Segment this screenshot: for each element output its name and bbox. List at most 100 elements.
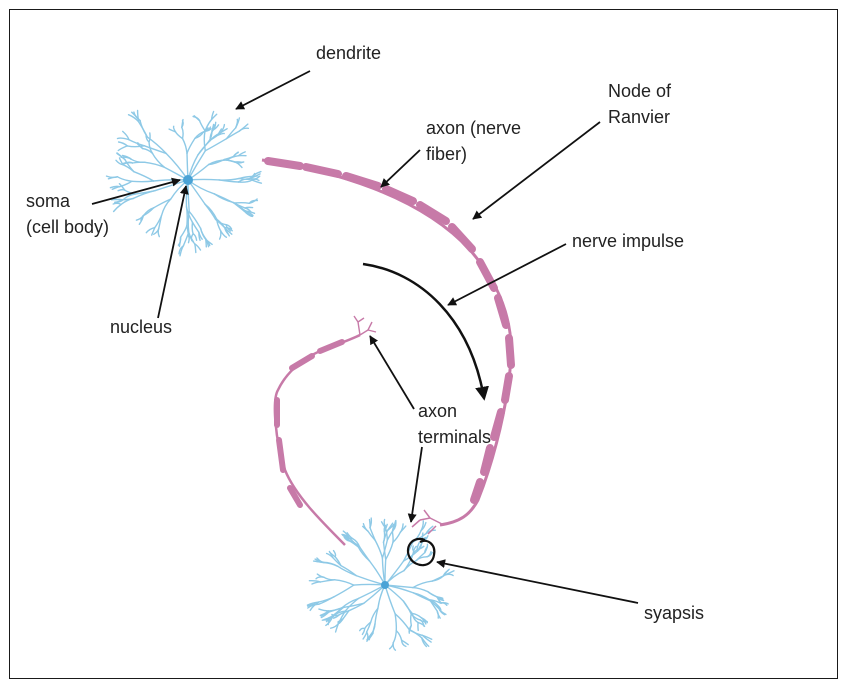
dendrite-branch bbox=[413, 581, 432, 588]
lower-axon bbox=[275, 335, 360, 545]
lower-axon-terminals bbox=[354, 316, 376, 335]
dendrite-branch bbox=[319, 597, 334, 605]
axon-arrow bbox=[381, 150, 420, 187]
dendrite-branch bbox=[120, 181, 132, 186]
dendrite-branch bbox=[195, 132, 203, 138]
dendrite-arrow bbox=[236, 71, 310, 109]
main-axon bbox=[262, 160, 511, 525]
dendrite-branch bbox=[335, 580, 354, 585]
axon-label-line2: fiber) bbox=[426, 141, 467, 167]
dendrite-branch bbox=[189, 236, 190, 243]
dendrite-branch bbox=[392, 532, 393, 542]
dendrite-branch bbox=[192, 222, 193, 233]
dendrite-branch bbox=[234, 203, 249, 204]
dendrite-branch bbox=[393, 532, 400, 542]
dendrite-branch bbox=[182, 127, 183, 138]
dendrite-branch bbox=[133, 162, 145, 163]
dendrite-branch bbox=[183, 139, 188, 154]
dendrite-branch bbox=[425, 544, 428, 552]
upper-nucleus bbox=[183, 175, 193, 185]
dendrite-branch bbox=[118, 146, 127, 151]
dendrite-branch bbox=[375, 541, 382, 559]
dendrite-branch bbox=[179, 237, 180, 246]
dendrite-branch bbox=[149, 133, 150, 142]
dendrite-branch bbox=[187, 138, 195, 153]
dendrite-branch bbox=[117, 153, 125, 159]
dendrite-branch bbox=[396, 631, 401, 641]
dendrite-branch bbox=[360, 547, 370, 561]
dendrite-branch bbox=[338, 566, 356, 575]
dendrite-branch bbox=[127, 146, 144, 147]
lower-nucleus bbox=[381, 581, 389, 589]
lower-dendrites bbox=[307, 518, 454, 650]
upper-dendrites bbox=[107, 111, 262, 256]
dendrite-branch bbox=[227, 131, 240, 139]
soma-label-line2: (cell body) bbox=[26, 214, 109, 240]
axon-terminals-label-line2: terminals bbox=[418, 424, 491, 450]
axon-terminals-label-line1: axon bbox=[418, 398, 457, 424]
dendrite-branch bbox=[113, 203, 121, 204]
dendrite-branch bbox=[129, 140, 144, 146]
dendrite-branch bbox=[141, 215, 144, 221]
dendrite-branch bbox=[118, 138, 130, 140]
dendrite-branch bbox=[238, 163, 243, 167]
dendrite-branch bbox=[193, 234, 197, 241]
dendrite-branch bbox=[414, 593, 430, 600]
dendrite-branch bbox=[354, 584, 385, 585]
dendrite-branch bbox=[166, 153, 188, 180]
dendrite-branch bbox=[154, 199, 171, 208]
dendrite-branch bbox=[118, 177, 132, 182]
dendrite-branch bbox=[362, 629, 364, 635]
axon-terminals-arrow-down bbox=[411, 447, 422, 522]
soma-label-line1: soma bbox=[26, 188, 70, 214]
dendrite-branch bbox=[409, 630, 421, 638]
dendrite-branch bbox=[413, 588, 428, 592]
dendrite-branch bbox=[114, 205, 121, 212]
nerve-impulse-pointer-arrow bbox=[448, 244, 566, 305]
dendrite-branch bbox=[320, 580, 335, 582]
dendrite-branch bbox=[124, 163, 132, 164]
dendrite-branch bbox=[395, 614, 396, 631]
dendrite-branch bbox=[224, 160, 235, 162]
main-axon-terminals bbox=[412, 510, 442, 534]
dendrite-branch bbox=[154, 180, 188, 181]
dendrite-branch bbox=[221, 231, 227, 237]
dendrite-branch bbox=[432, 575, 445, 581]
dendrite-branch bbox=[334, 585, 354, 597]
dendrite-branch bbox=[393, 631, 396, 643]
dendrite-branch bbox=[204, 131, 205, 151]
dendrite-branch bbox=[220, 231, 221, 239]
axon-label-line1: axon (nerve bbox=[426, 115, 521, 141]
dendrite-branch bbox=[411, 614, 412, 625]
nerve-impulse-arrow bbox=[363, 264, 484, 398]
dendrite-branch bbox=[187, 207, 188, 226]
dendrite-branch bbox=[395, 614, 409, 630]
dendrite-branch bbox=[118, 190, 125, 191]
lower-myelin-segments bbox=[277, 342, 342, 505]
dendrite-branch bbox=[119, 142, 128, 146]
dendrite-branch bbox=[200, 121, 206, 131]
dendrite-branch bbox=[252, 180, 261, 183]
dendrite-branch bbox=[188, 151, 205, 180]
dendrite-branch bbox=[393, 643, 395, 651]
node-of-ranvier-label-line1: Node of bbox=[608, 78, 671, 104]
dendrite-branch bbox=[176, 132, 183, 139]
dendrite-branch bbox=[319, 609, 329, 611]
dendrite-branch bbox=[403, 601, 411, 614]
dendrite-branch bbox=[205, 139, 226, 151]
synapsis-arrow bbox=[437, 562, 638, 603]
dendrite-branch bbox=[181, 226, 187, 238]
dendrite-label: dendrite bbox=[316, 40, 381, 66]
synapsis-label: syapsis bbox=[644, 600, 704, 626]
node-of-ranvier-label-line2: Ranvier bbox=[608, 104, 670, 130]
dendrite-branch bbox=[445, 574, 453, 575]
dendrite-branch bbox=[132, 181, 154, 182]
nerve-impulse-label: nerve impulse bbox=[572, 228, 684, 254]
nucleus-arrow bbox=[158, 186, 186, 318]
dendrite-branch bbox=[312, 582, 320, 584]
axon-terminals-arrow-up bbox=[370, 336, 414, 409]
dendrite-branch bbox=[134, 172, 154, 181]
dendrite-branch bbox=[428, 592, 437, 597]
nucleus-label: nucleus bbox=[110, 314, 172, 340]
dendrite-branch bbox=[384, 542, 386, 559]
